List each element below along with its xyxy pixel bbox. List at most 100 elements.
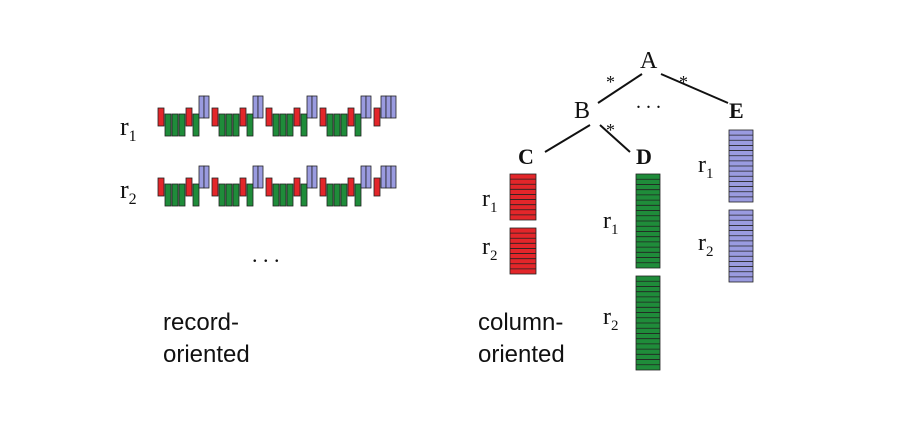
blue-field-cell [365, 165, 372, 189]
column-e-r2-block [728, 209, 754, 283]
blue-field-cell [390, 165, 397, 189]
green-field-cell [326, 113, 334, 137]
blue-field-cell [306, 165, 313, 189]
red-field-cell [157, 107, 165, 127]
red-field-cell [319, 107, 327, 127]
red-field-cell [185, 107, 193, 127]
blue-field-cell [306, 95, 313, 119]
green-field-cell [279, 183, 287, 207]
node-e: E [729, 98, 744, 123]
green-field-cell [272, 113, 280, 137]
node-a: A [640, 48, 658, 74]
record-oriented-caption-line2: oriented [163, 341, 250, 368]
blue-field-cell [385, 165, 392, 189]
blue-field-cell [311, 165, 318, 189]
green-field-cell [164, 113, 172, 137]
repeated-star-a-e: * [679, 72, 688, 92]
green-field-cell [300, 113, 308, 137]
red-field-cell [265, 177, 273, 197]
blue-field-cell [380, 165, 387, 189]
column-oriented-caption-line2: oriented [478, 341, 565, 368]
blue-field-cell [365, 95, 372, 119]
record-oriented-panel: r1 r2 . . . record- oriented [120, 95, 397, 368]
column-c-r1-label: r1 [482, 186, 498, 216]
record-row-2-strip [157, 165, 397, 207]
blue-field-cell [390, 95, 397, 119]
green-field-cell [272, 183, 280, 207]
red-field-cell [211, 177, 219, 197]
column-d-r2-block [635, 275, 661, 371]
green-field-cell [286, 183, 294, 207]
red-field-cell [239, 107, 247, 127]
column-block-body [509, 227, 537, 275]
blue-field-cell [198, 95, 205, 119]
blue-field-cell [311, 95, 318, 119]
column-d-r1-block [635, 173, 661, 269]
green-field-cell [171, 183, 179, 207]
record-ellipsis: . . . [252, 242, 280, 267]
green-field-cell [225, 183, 233, 207]
red-field-cell [347, 107, 355, 127]
green-field-cell [171, 113, 179, 137]
edge-a-e [660, 73, 729, 104]
record-row-1-strip [157, 95, 397, 137]
blue-field-cell [360, 95, 367, 119]
green-field-cell [333, 183, 341, 207]
column-block-body [509, 173, 537, 221]
green-field-cell [246, 113, 254, 137]
blue-field-cell [385, 95, 392, 119]
red-field-cell [211, 107, 219, 127]
red-field-cell [347, 177, 355, 197]
green-field-cell [225, 113, 233, 137]
blue-field-cell [360, 165, 367, 189]
column-d-r1-label: r1 [603, 208, 619, 238]
green-field-cell [333, 113, 341, 137]
green-field-cell [178, 183, 186, 207]
green-field-cell [232, 183, 240, 207]
record-row-1-label: r1 [120, 112, 137, 145]
record-row-2-label: r2 [120, 175, 137, 208]
green-field-cell [218, 113, 226, 137]
column-c-r2-label: r2 [482, 234, 498, 264]
blue-field-cell [257, 165, 264, 189]
blue-field-cell [257, 95, 264, 119]
green-field-cell [218, 183, 226, 207]
green-field-cell [192, 113, 200, 137]
red-field-cell [319, 177, 327, 197]
green-field-cell [340, 183, 348, 207]
red-field-cell [293, 177, 301, 197]
blue-field-cell [198, 165, 205, 189]
red-field-cell [185, 177, 193, 197]
red-field-cell [157, 177, 165, 197]
red-field-cell [373, 177, 381, 197]
column-d-r2-label: r2 [603, 304, 619, 334]
repeated-star-b-d: * [606, 120, 615, 140]
red-field-cell [293, 107, 301, 127]
green-field-cell [192, 183, 200, 207]
edge-a-b [597, 73, 643, 104]
green-field-cell [246, 183, 254, 207]
column-e-r1-label: r1 [698, 152, 714, 182]
column-e-r1-block [728, 129, 754, 203]
repeated-star-a-b: * [606, 72, 615, 92]
node-d: D [636, 144, 652, 169]
green-field-cell [326, 183, 334, 207]
column-oriented-caption-line1: column- [478, 309, 563, 336]
red-field-cell [373, 107, 381, 127]
green-field-cell [354, 113, 362, 137]
blue-field-cell [380, 95, 387, 119]
column-c-r1-block [509, 173, 537, 221]
node-b: B [574, 98, 590, 124]
green-field-cell [232, 113, 240, 137]
node-c: C [518, 144, 534, 169]
tree-ellipsis: . . . [636, 91, 661, 113]
column-oriented-panel: A B C D E * * * . . . r1 r2 r1 r2 r1 r2 … [478, 48, 754, 371]
edge-b-c [544, 124, 591, 153]
green-field-cell [164, 183, 172, 207]
green-field-cell [286, 113, 294, 137]
edge-b-d [599, 124, 631, 153]
green-field-cell [279, 113, 287, 137]
blue-field-cell [203, 95, 210, 119]
blue-field-cell [252, 165, 259, 189]
